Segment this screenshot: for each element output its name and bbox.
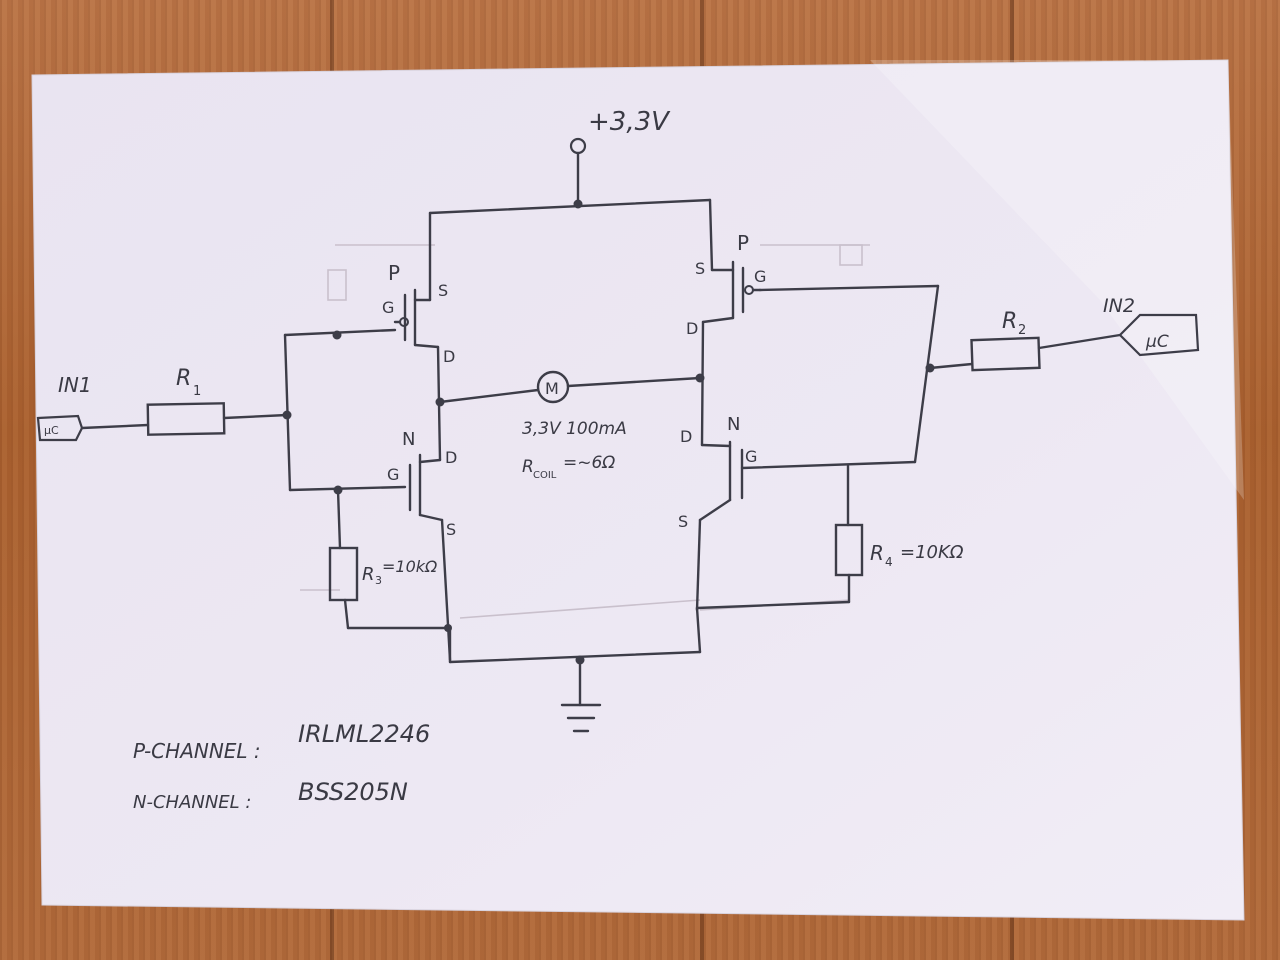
right-high-source-wire <box>708 198 714 272</box>
left-p-mosfet: P G S D <box>382 261 455 366</box>
r1-subscript: 1 <box>193 384 201 399</box>
left-n-drain-label: D <box>445 448 457 467</box>
r3-subscript: 3 <box>375 574 382 587</box>
right-n-drain-label: D <box>680 427 692 446</box>
left-n-mosfet: N G D S <box>387 429 457 539</box>
right-n-label: N <box>727 414 740 435</box>
r2-subscript: 2 <box>1018 323 1026 338</box>
n-channel-part: BSS205N <box>298 778 408 806</box>
motor-symbol-label: M <box>545 379 559 398</box>
p-channel-part: IRLML2246 <box>298 720 430 748</box>
n-channel-label: N-CHANNEL : <box>133 792 252 813</box>
right-p-label: P <box>737 231 749 255</box>
left-n-gate-label: G <box>387 465 399 484</box>
right-n-source-label: S <box>678 512 688 531</box>
right-p-gate-label: G <box>754 267 766 286</box>
input-in2: IN2 µC <box>1103 295 1200 357</box>
r2-label: R <box>1002 309 1017 334</box>
coil-value: =~6Ω <box>563 453 615 473</box>
left-n-source-label: S <box>446 520 456 539</box>
motor-spec: 3,3V 100mA <box>522 419 627 439</box>
motor: M 3,3V 100mA R COIL =~6Ω <box>435 370 705 481</box>
resistor-r4: R 4 =10KΩ <box>695 523 964 610</box>
resistor-r2: R 2 <box>970 309 1122 372</box>
part-notes: P-CHANNEL : IRLML2246 N-CHANNEL : BSS205… <box>133 720 430 813</box>
right-gate-network <box>740 284 974 527</box>
left-p-source-label: S <box>438 281 448 300</box>
r4-label: R <box>870 541 884 565</box>
coil-subscript: COIL <box>533 470 557 481</box>
coil-label: R <box>522 457 534 477</box>
left-n-label: N <box>402 429 415 450</box>
r4-value: =10KΩ <box>900 542 964 563</box>
erased-sketch-marks <box>300 244 870 619</box>
in1-uc-label: µC <box>44 424 59 437</box>
right-p-drain-label: D <box>686 319 698 338</box>
resistor-r3: R 3 =10kΩ <box>328 546 452 632</box>
right-n-gate-label: G <box>745 447 757 466</box>
right-drain-wire <box>700 320 705 447</box>
r1-label: R <box>176 366 191 391</box>
resistor-r1: R 1 <box>146 366 289 436</box>
in1-label: IN1 <box>58 373 92 397</box>
left-p-drain-label: D <box>443 347 455 366</box>
in2-uc-label: µC <box>1145 332 1169 352</box>
right-p-mosfet: P G S D <box>686 231 766 338</box>
right-source-wire <box>695 518 702 612</box>
in2-label: IN2 <box>1103 295 1135 317</box>
supply-terminal: +3,3V <box>569 107 671 205</box>
supply-rail <box>428 198 712 215</box>
paper-sheet <box>31 59 1245 921</box>
left-p-label: P <box>388 261 400 285</box>
right-n-mosfet: N G D S <box>678 414 757 531</box>
p-channel-label: P-CHANNEL : <box>133 739 261 763</box>
right-p-source-label: S <box>695 259 705 278</box>
supply-junction <box>573 199 583 209</box>
ground <box>448 606 702 733</box>
left-source-wire <box>440 518 452 662</box>
left-gate-network <box>282 328 407 550</box>
supply-label: +3,3V <box>588 107 671 137</box>
light-glare <box>870 60 1244 500</box>
r4-subscript: 4 <box>885 555 893 569</box>
r3-label: R <box>362 564 375 585</box>
left-p-gate-label: G <box>382 298 394 317</box>
r3-value: =10kΩ <box>382 557 438 576</box>
input-in1: IN1 µC <box>36 373 150 442</box>
